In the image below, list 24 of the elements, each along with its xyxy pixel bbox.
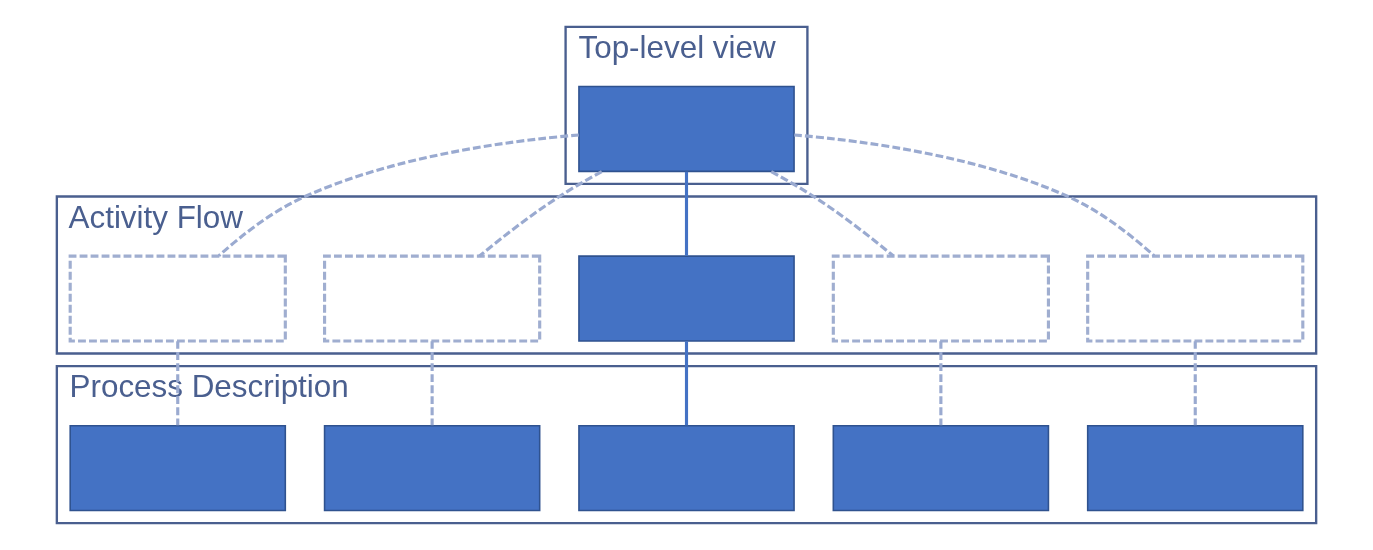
node-box bbox=[323, 254, 542, 343]
connector bbox=[430, 341, 434, 426]
node-box bbox=[578, 85, 795, 173]
node-box bbox=[832, 424, 1050, 512]
cluster: Activity Flow bbox=[55, 195, 1318, 355]
node-box bbox=[68, 254, 287, 343]
connector bbox=[217, 133, 579, 257]
node-box bbox=[69, 424, 287, 512]
connector bbox=[1193, 341, 1197, 426]
connector bbox=[684, 171, 689, 256]
cluster: Top-level view bbox=[564, 25, 809, 186]
node-box bbox=[1086, 254, 1305, 343]
node-box bbox=[831, 254, 1050, 343]
connector bbox=[176, 341, 180, 426]
connector bbox=[478, 170, 603, 258]
node-box bbox=[1086, 424, 1304, 512]
connector bbox=[794, 133, 1156, 257]
connector bbox=[939, 341, 943, 426]
node-box bbox=[578, 424, 795, 512]
node-box bbox=[578, 255, 795, 342]
connector bbox=[770, 170, 895, 258]
node-box bbox=[323, 424, 541, 512]
cluster: Process Description bbox=[55, 364, 1318, 525]
connector bbox=[684, 341, 689, 426]
